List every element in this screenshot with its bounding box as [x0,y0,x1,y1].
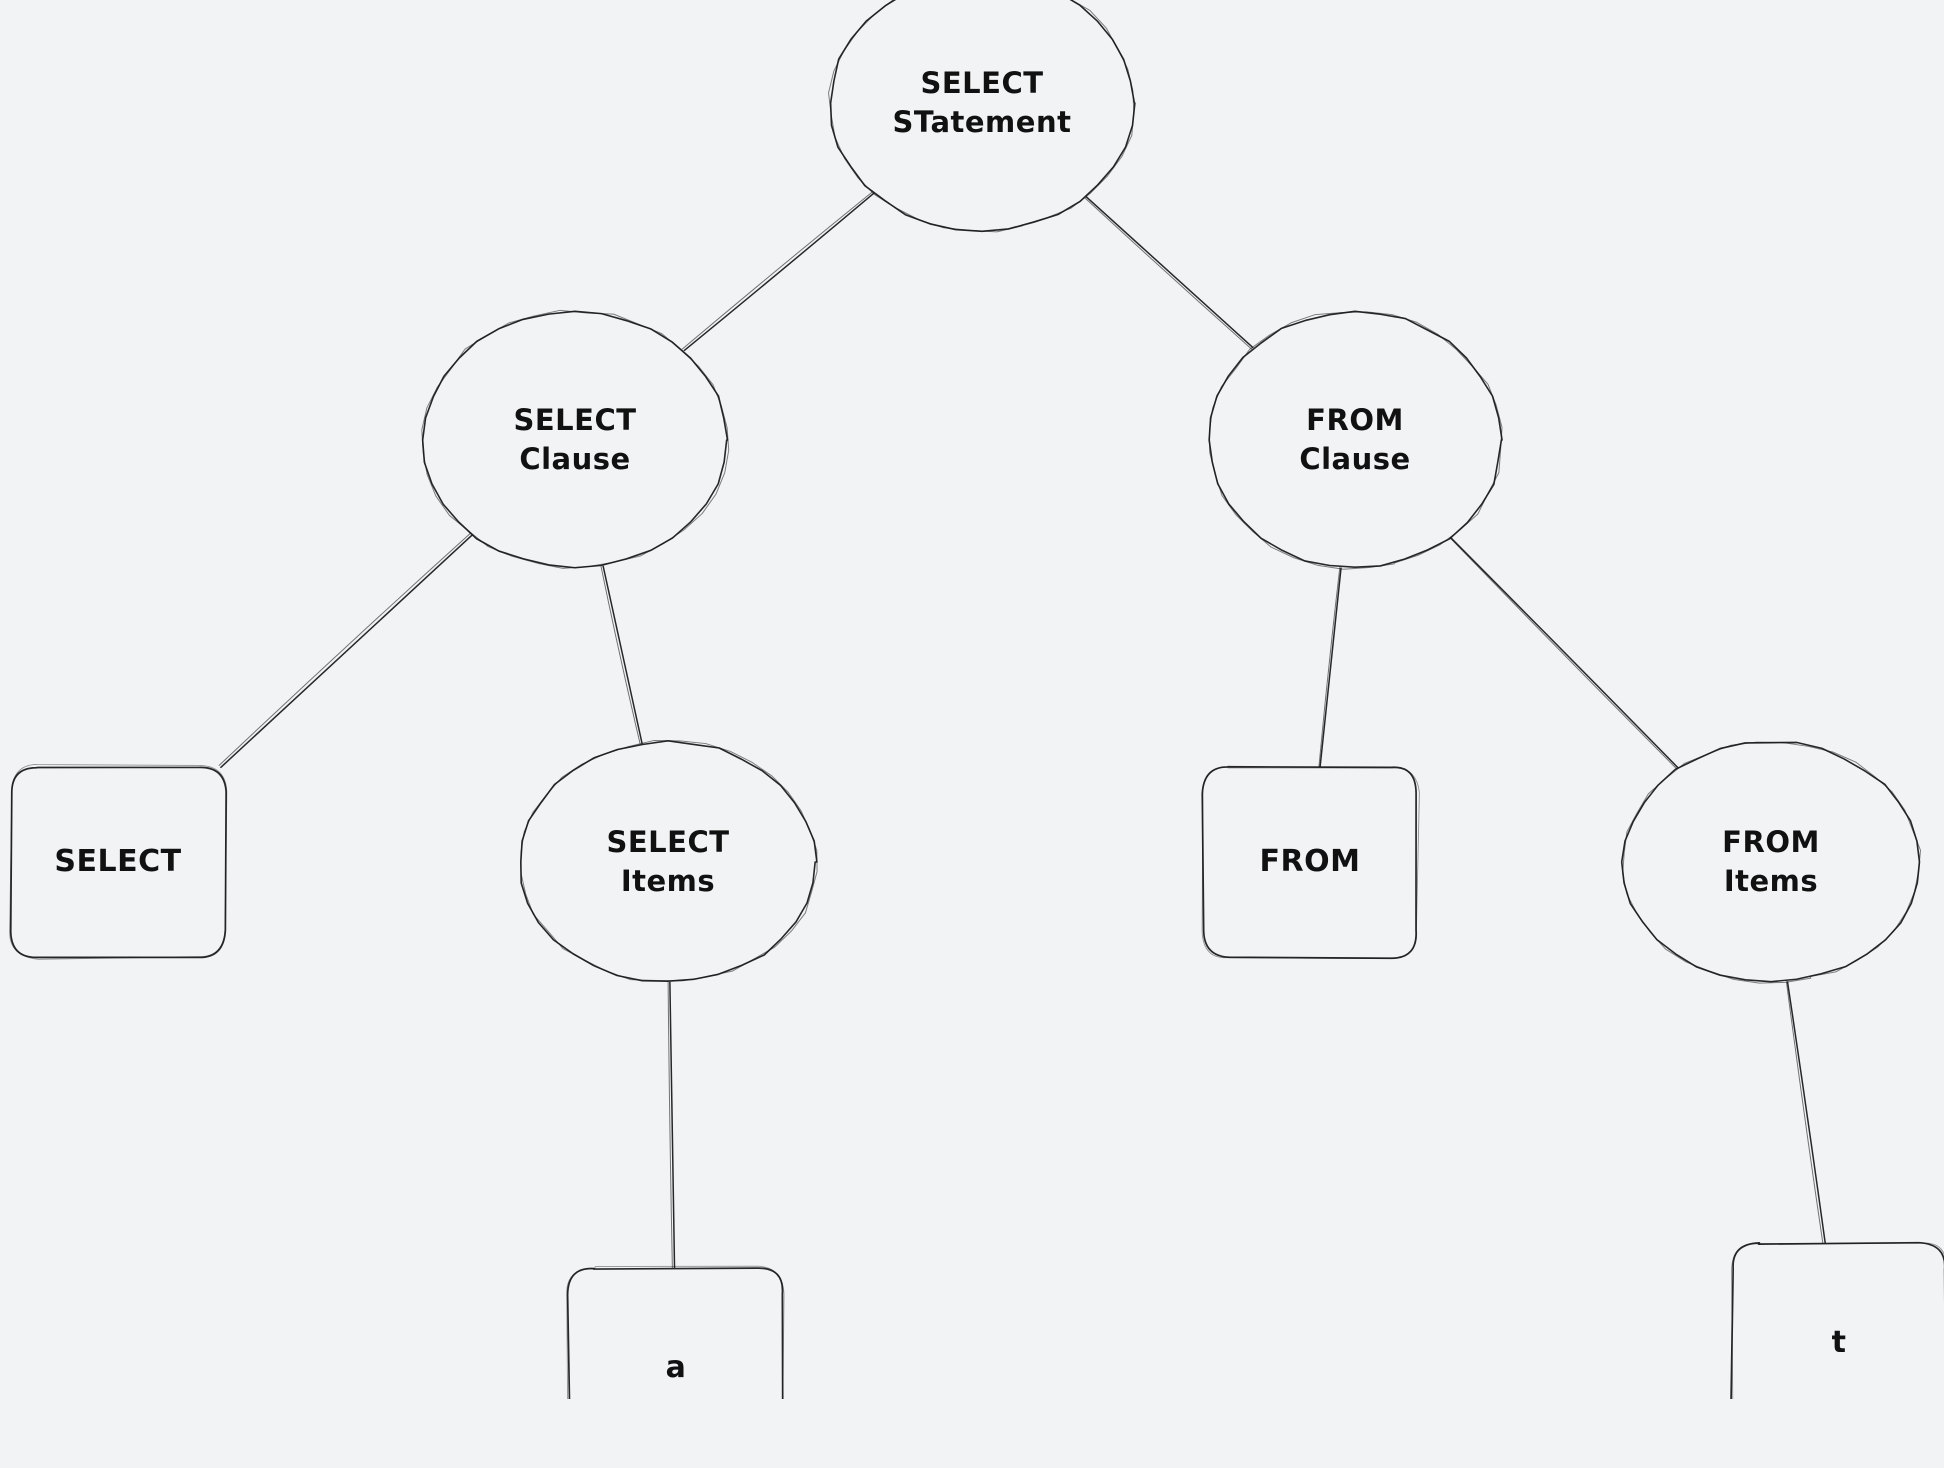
node-select-clause[interactable] [421,309,730,569]
edge-select-clause-to-select-terminal [218,532,473,769]
node-leaf-t[interactable] [1730,1241,1944,1399]
edge-from-items-to-leaf-t [1785,980,1826,1244]
edge-select-statement-to-select-clause [681,190,875,352]
edge-stroke [1319,567,1342,768]
node-fill [1203,767,1417,957]
edge-stroke [681,190,874,350]
node-fill [423,312,727,568]
edge-stroke [602,565,643,745]
node-fill [11,767,225,957]
node-outline-sketch [9,763,228,960]
edge-stroke [683,192,875,352]
node-from-terminal[interactable] [1201,765,1420,960]
node-outline-sketch [1209,311,1503,570]
node-outline-sketch [1731,1242,1944,1399]
node-from-items[interactable] [1620,741,1921,984]
node-outline-sketch [1201,766,1420,959]
edge-layer [218,190,1826,1269]
node-outline [1730,1241,1944,1399]
node-fill [569,1268,783,1399]
node-layer [9,0,1944,1399]
node-fill [1623,742,1919,982]
edge-stroke [220,534,473,769]
node-from-clause[interactable] [1208,310,1503,570]
edge-from-clause-to-from-terminal [1318,566,1342,768]
edge-select-items-to-leaf-a [667,980,676,1269]
edge-stroke [1084,197,1253,350]
edge-stroke [1318,566,1341,767]
node-select-statement[interactable] [828,0,1136,233]
edge-from-clause-to-from-items [1449,536,1679,770]
node-outline [1620,741,1921,983]
edge-stroke [1449,536,1679,769]
node-outline [1201,765,1417,960]
edge-select-statement-to-from-clause [1084,195,1254,350]
node-fill [1209,312,1501,568]
edge-stroke [667,981,673,1269]
node-outline [566,1267,784,1399]
node-outline-sketch [828,0,1135,233]
edge-select-clause-to-select-items [600,565,643,746]
node-outline-sketch [1622,741,1921,984]
diagram-canvas [9,0,1944,1399]
edge-stroke [1085,195,1254,349]
edge-stroke [218,532,472,766]
node-fill [520,742,816,982]
node-outline [9,766,227,959]
edge-stroke [1786,980,1826,1244]
node-fill [1732,1243,1944,1399]
node-fill [830,0,1134,231]
node-outline-sketch [520,740,818,982]
edge-stroke [1449,537,1678,770]
node-select-items[interactable] [520,740,818,982]
edge-stroke [669,980,676,1269]
edge-stroke [600,565,641,746]
node-select-terminal[interactable] [9,763,228,960]
node-outline-sketch [566,1265,785,1399]
node-outline-sketch [421,309,730,569]
node-leaf-a[interactable] [566,1265,785,1399]
edge-stroke [1785,980,1824,1244]
